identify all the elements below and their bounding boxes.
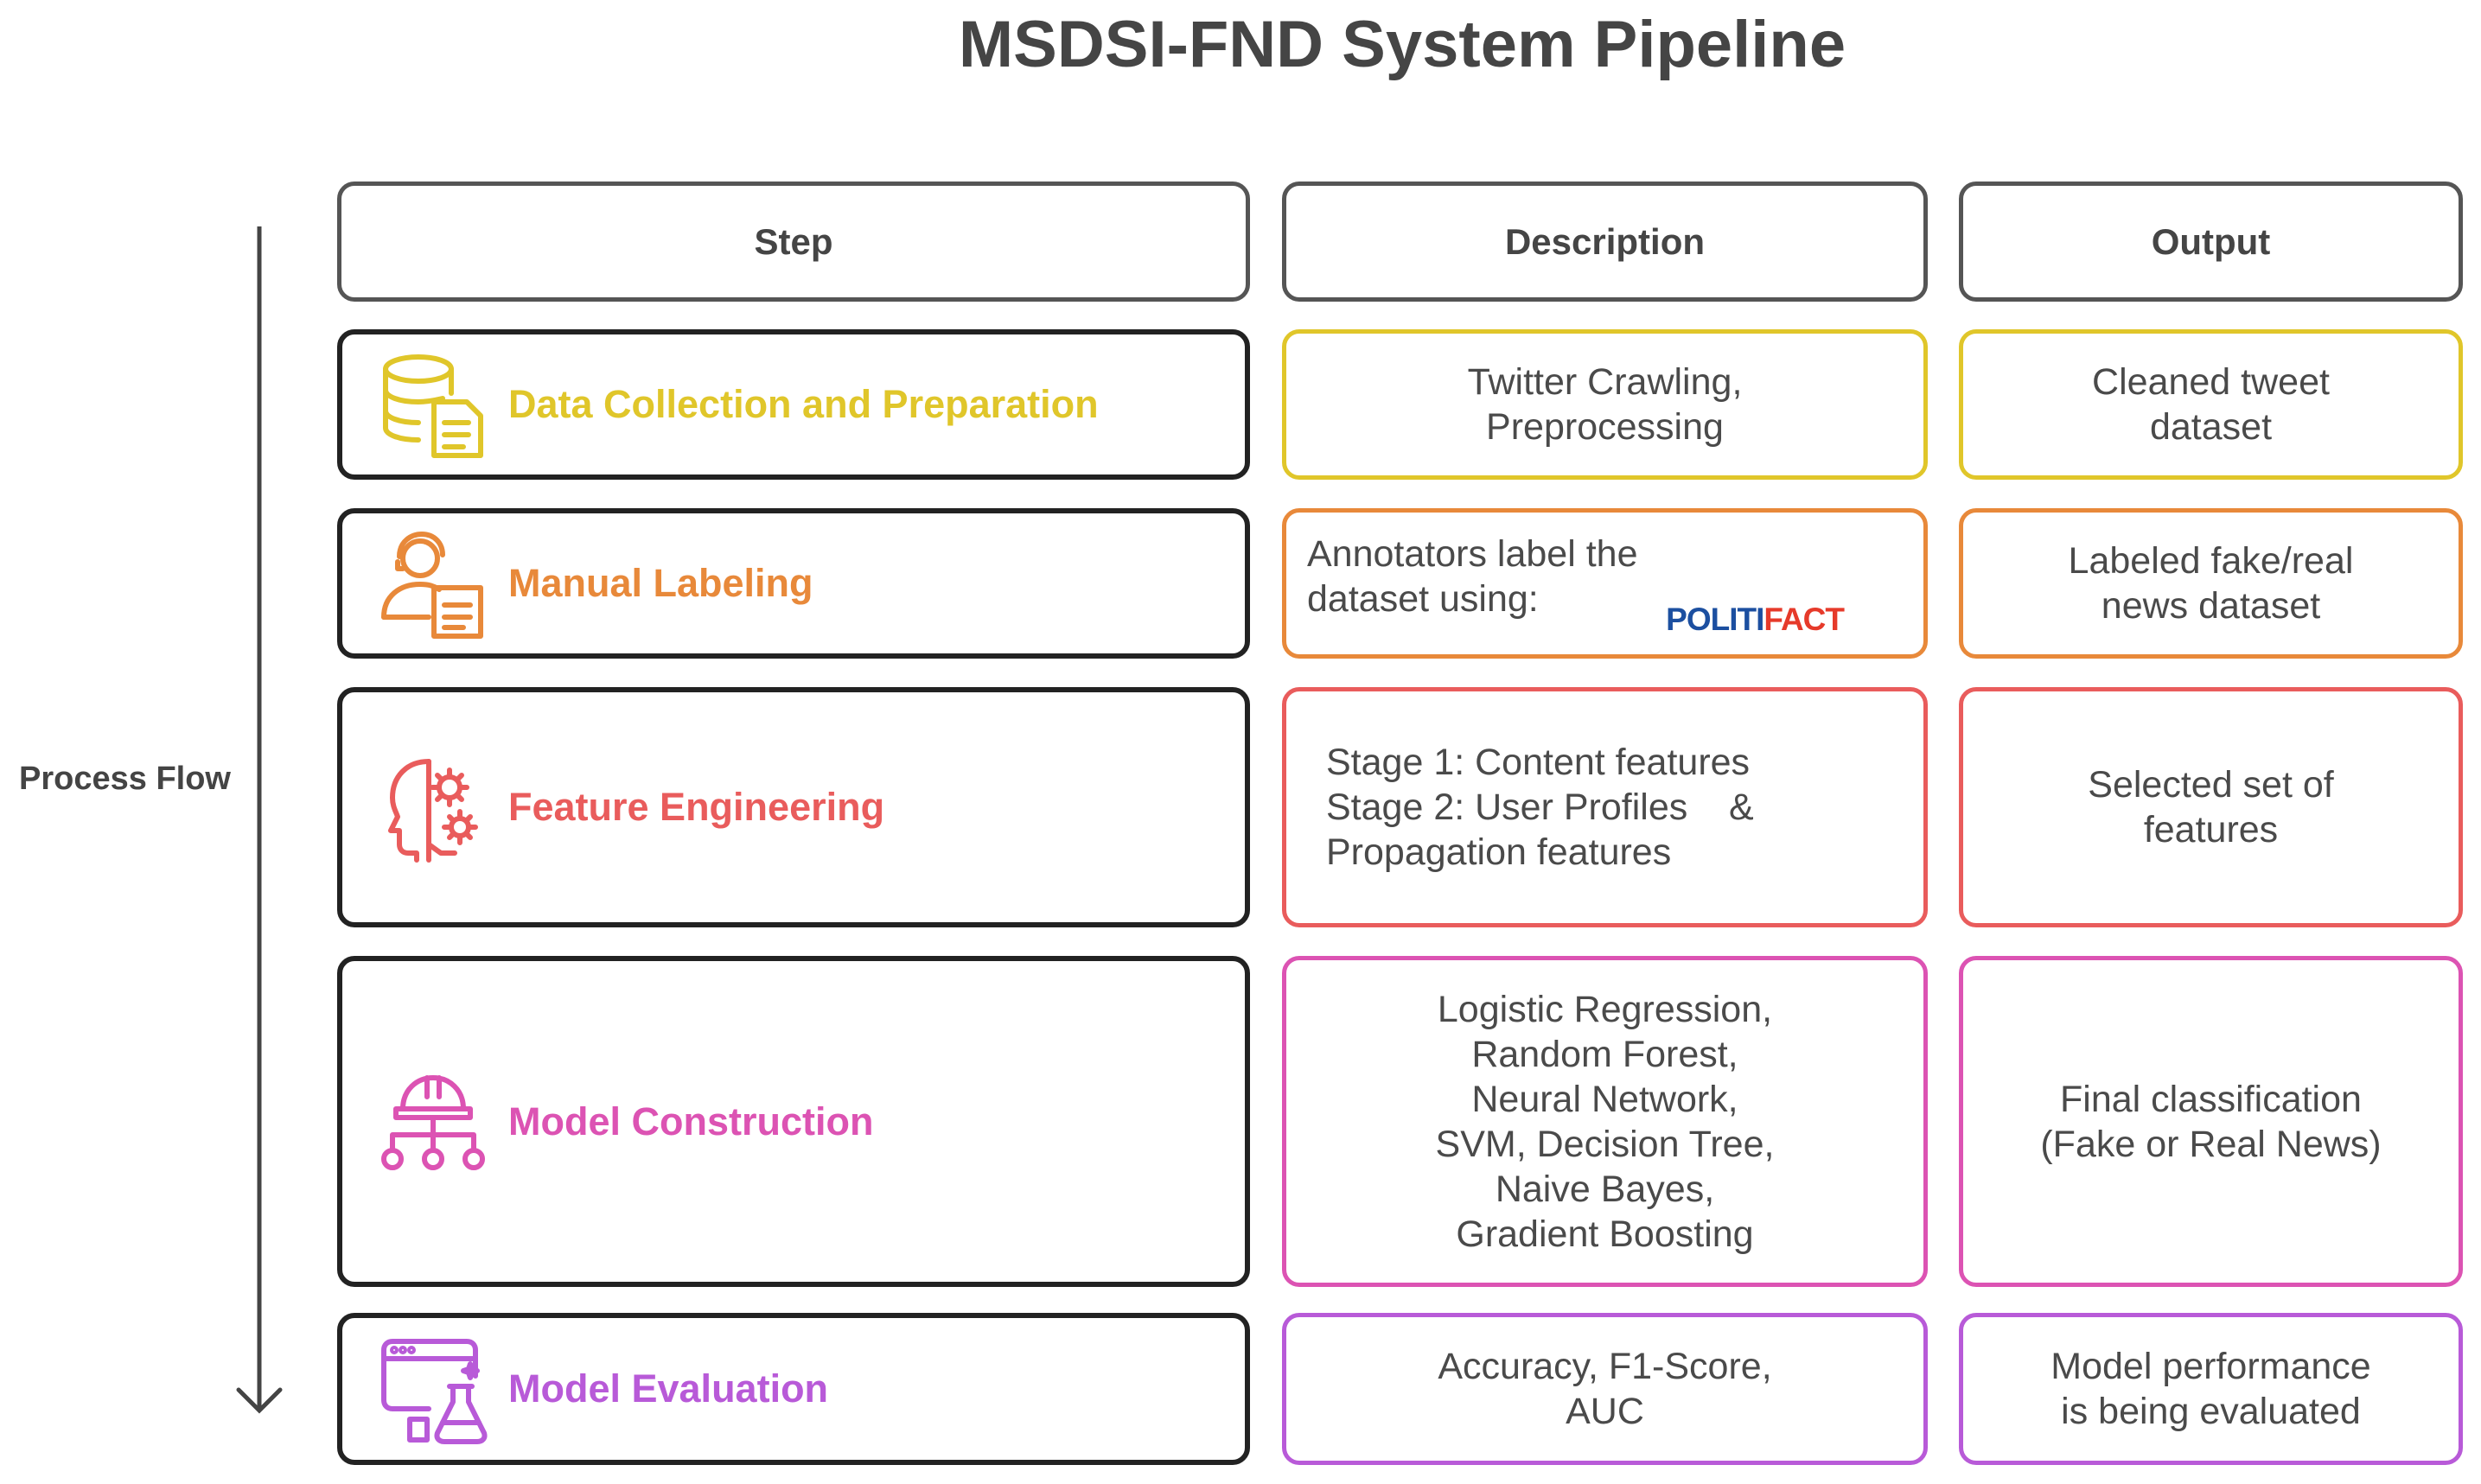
description-cell: Annotators label the dataset using: POLI… [1282, 508, 1928, 659]
browser-flask-icon [381, 1339, 488, 1444]
network-hardhat-icon [381, 1074, 485, 1170]
database-document-icon [383, 354, 483, 458]
output-cell: Model performance is being evaluated [1959, 1313, 2463, 1465]
output-cell: Final classification (Fake or Real News) [1959, 956, 2463, 1287]
description-text: Annotators label the dataset using: [1307, 533, 1638, 620]
head-gears-icon [388, 759, 478, 863]
description-cell: Twitter Crawling, Preprocessing [1282, 329, 1928, 480]
description-cell: Logistic Regression, Random Forest, Neur… [1282, 956, 1928, 1287]
step-label: Model Construction [508, 1099, 874, 1143]
step-model-construction: Model Construction [337, 956, 1250, 1287]
step-label: Manual Labeling [508, 561, 813, 605]
step-label: Feature Engineering [508, 785, 885, 829]
page-title: MSDSI-FND System Pipeline [958, 8, 1846, 81]
header-step: Step [337, 182, 1250, 302]
output-cell: Labeled fake/real news dataset [1959, 508, 2463, 659]
annotator-document-icon [381, 532, 483, 639]
description-cell: Stage 1: Content features Stage 2: User … [1282, 687, 1928, 927]
step-data-collection: Data Collection and Preparation [337, 329, 1250, 480]
step-feature-engineering: Feature Engineering [337, 687, 1250, 927]
description-cell: Accuracy, F1-Score, AUC [1282, 1313, 1928, 1465]
header-description: Description [1282, 182, 1928, 302]
header-output: Output [1959, 182, 2463, 302]
step-label: Model Evaluation [508, 1366, 829, 1411]
step-manual-labeling: Manual Labeling [337, 508, 1250, 659]
process-flow-label: Process Flow [19, 761, 231, 797]
output-cell: Selected set of features [1959, 687, 2463, 927]
output-cell: Cleaned tweet dataset [1959, 329, 2463, 480]
process-flow-arrow [236, 226, 283, 1414]
politifact-logo: POLITIFACT [1666, 602, 1845, 637]
step-model-evaluation: Model Evaluation [337, 1313, 1250, 1465]
step-label: Data Collection and Preparation [508, 382, 1099, 426]
